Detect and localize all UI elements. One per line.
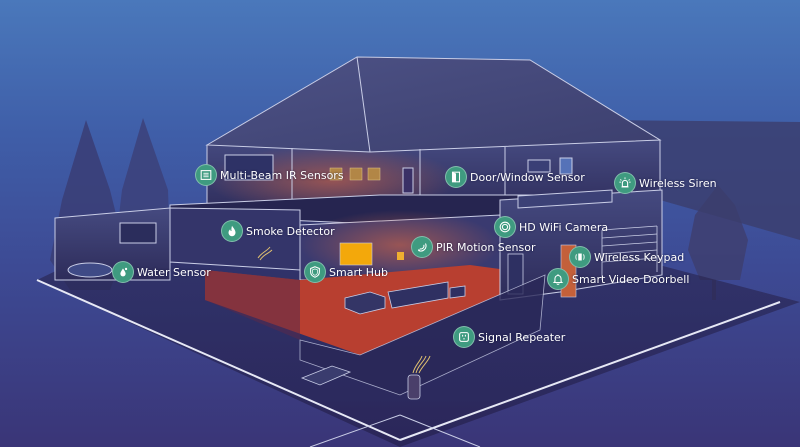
device-label-signal-repeater[interactable]: Signal Repeater — [453, 326, 565, 348]
shield-icon — [304, 261, 326, 283]
device-name: Smart Video Doorbell — [572, 272, 690, 286]
roof — [205, 56, 662, 153]
device-name: Door/Window Sensor — [470, 170, 585, 184]
device-label-wireless-keypad[interactable]: Wireless Keypad — [569, 246, 684, 268]
garage — [499, 189, 663, 301]
flame-icon — [221, 220, 243, 242]
tv — [339, 242, 373, 266]
door-icon — [445, 166, 467, 188]
bell-icon — [547, 268, 569, 290]
camera-icon — [494, 216, 516, 238]
plug-icon — [453, 326, 475, 348]
ir-beam-icon — [195, 164, 217, 186]
basement — [299, 274, 546, 396]
device-label-hd-wifi-camera[interactable]: HD WiFi Camera — [494, 216, 608, 238]
device-label-wireless-siren[interactable]: Wireless Siren — [614, 172, 717, 194]
device-label-pir-motion[interactable]: PIR Motion Sensor — [411, 236, 536, 258]
device-name: Water Sensor — [137, 265, 211, 279]
device-label-multi-beam-ir[interactable]: Multi-Beam IR Sensors — [195, 164, 344, 186]
device-name: Smart Hub — [329, 265, 388, 279]
water-drop-icon — [112, 261, 134, 283]
device-name: Wireless Keypad — [594, 250, 685, 264]
siren-icon — [614, 172, 636, 194]
keypad-icon — [569, 246, 591, 268]
device-name: Wireless Siren — [639, 176, 717, 190]
device-label-door-window[interactable]: Door/Window Sensor — [445, 166, 585, 188]
device-name: Signal Repeater — [478, 330, 566, 344]
device-label-smoke-detector[interactable]: Smoke Detector — [221, 220, 335, 242]
device-label-water-sensor[interactable]: Water Sensor — [112, 261, 211, 283]
device-label-video-doorbell[interactable]: Smart Video Doorbell — [547, 268, 689, 290]
device-name: PIR Motion Sensor — [436, 240, 536, 254]
device-name: Smoke Detector — [246, 224, 335, 238]
device-name: Multi-Beam IR Sensors — [220, 168, 344, 182]
device-name: HD WiFi Camera — [519, 220, 609, 234]
device-label-smart-hub[interactable]: Smart Hub — [304, 261, 388, 283]
motion-icon — [411, 236, 433, 258]
